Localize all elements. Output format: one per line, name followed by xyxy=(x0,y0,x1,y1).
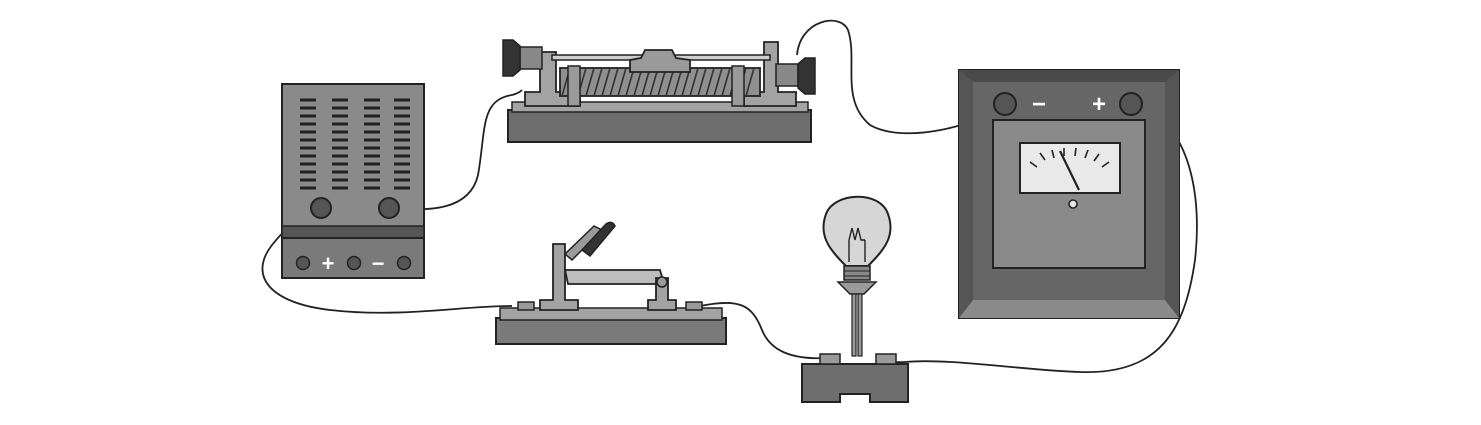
meter-terminal-positive[interactable] xyxy=(1119,92,1143,116)
supply-output-terminal-left[interactable] xyxy=(310,197,332,219)
vent-slots xyxy=(300,98,410,190)
supply-output-terminal-right[interactable] xyxy=(378,197,400,219)
supply-minus-sign: − xyxy=(372,251,385,276)
switch-terminal-right[interactable] xyxy=(685,301,703,311)
bulb-filament xyxy=(848,227,866,262)
supply-terminal-3[interactable] xyxy=(396,255,412,271)
switch-handle[interactable] xyxy=(580,221,616,258)
meter-needle xyxy=(1059,150,1080,191)
wires xyxy=(261,19,1198,373)
power-supply: + − xyxy=(281,83,425,279)
knife-switch xyxy=(495,221,727,345)
lamp-base xyxy=(801,363,909,403)
meter-zero-adjust[interactable] xyxy=(1068,199,1078,209)
meter-terminal-negative[interactable] xyxy=(993,92,1017,116)
meter-plus-sign: + xyxy=(1092,91,1106,118)
rheostat-slider[interactable] xyxy=(629,49,691,73)
supply-terminal-1[interactable] xyxy=(295,255,311,271)
electric-meter: − + xyxy=(958,69,1180,319)
wire-rheostat-to-meter xyxy=(796,19,1006,135)
light-bulb xyxy=(801,195,909,403)
lamp-terminal-right[interactable] xyxy=(875,353,897,365)
wire-supply-to-rheostat xyxy=(388,89,523,211)
wire-meter-to-lamp xyxy=(884,103,1198,373)
supply-plus-sign: + xyxy=(322,251,335,276)
lamp-terminal-left[interactable] xyxy=(819,353,841,365)
sliding-rheostat xyxy=(502,39,816,143)
meter-scale xyxy=(1029,147,1110,168)
supply-terminal-2[interactable] xyxy=(346,255,362,271)
rheostat-terminal-right[interactable] xyxy=(775,57,816,95)
wire-lamp-to-switch xyxy=(699,302,829,360)
meter-minus-sign: − xyxy=(1032,91,1046,118)
rheostat-terminal-left[interactable] xyxy=(502,39,543,77)
switch-terminal-left[interactable] xyxy=(517,301,535,311)
